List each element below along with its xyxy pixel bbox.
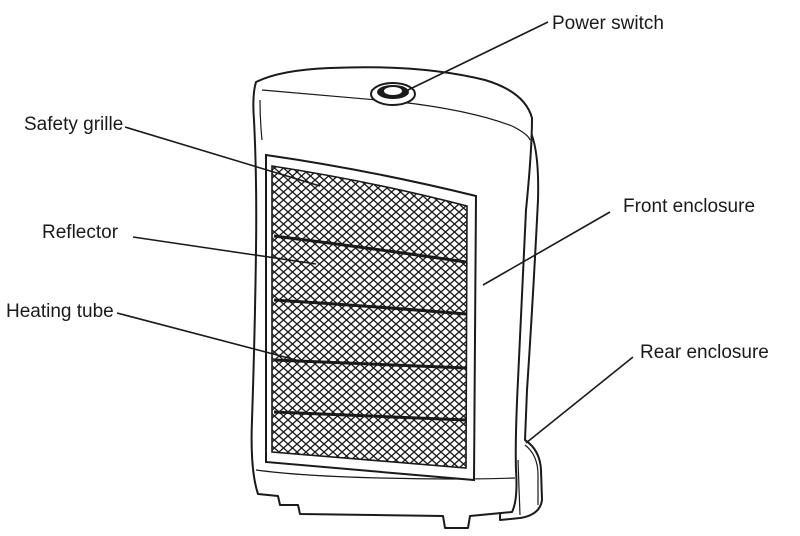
- leader-safety-grille: [124, 126, 321, 187]
- leader-heating-tube: [116, 312, 297, 361]
- label-safety-grille: Safety grille: [24, 114, 123, 135]
- leader-rear-enclosure: [525, 356, 634, 444]
- label-rear-enclosure: Rear enclosure: [640, 342, 769, 363]
- leader-reflector: [132, 236, 317, 265]
- power-switch-knob: [370, 82, 416, 106]
- leader-power-switch: [407, 21, 549, 91]
- heating-tubes: [273, 234, 467, 422]
- leader-front-enclosure: [482, 211, 611, 286]
- safety-grille: [265, 153, 478, 482]
- label-heating-tube: Heating tube: [6, 301, 114, 322]
- label-power-switch: Power switch: [552, 13, 664, 34]
- label-front-enclosure: Front enclosure: [623, 196, 755, 217]
- leader-lines: [116, 21, 634, 444]
- label-reflector: Reflector: [42, 222, 119, 243]
